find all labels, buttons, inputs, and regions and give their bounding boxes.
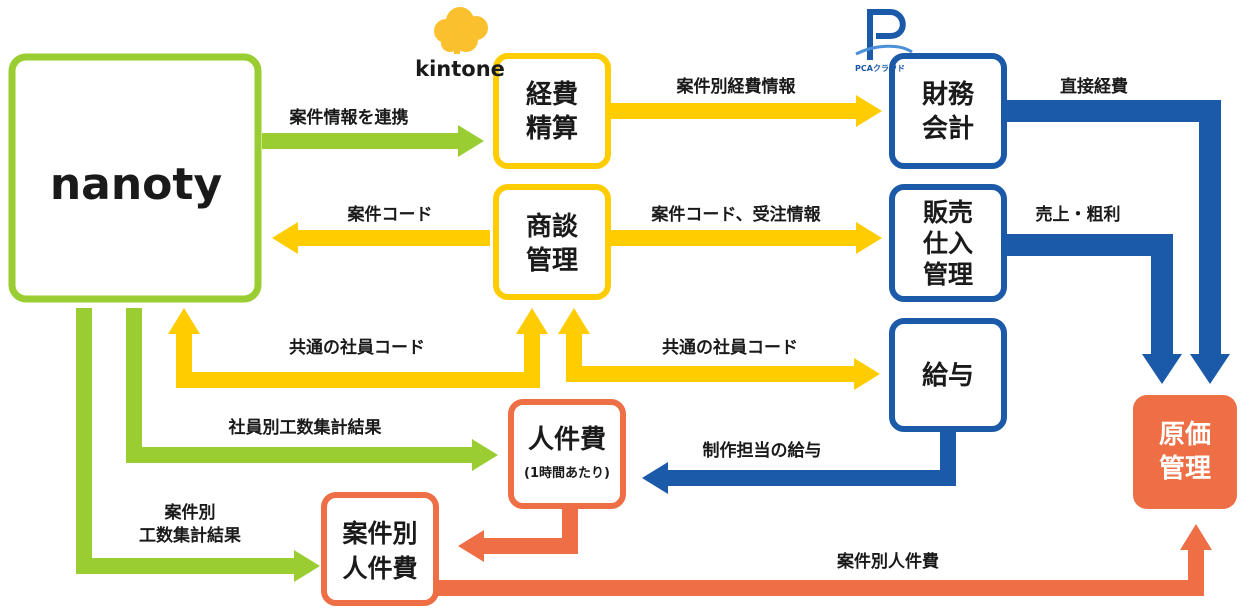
keihi-line-2: 精算 [526,113,578,144]
zaimu-line-2: 会計 [922,113,974,144]
nanoty-box: nanoty [8,53,262,303]
label-kyotsu-shain-left: 共通の社員コード [289,337,425,358]
jinkenhi-label: 人件費 [528,425,606,455]
label-kyotsu-shain-right: 共通の社員コード [662,337,798,358]
zaimu-line-1: 財務 [922,80,975,110]
label-anken-juchu: 案件コード、受注情報 [650,204,821,225]
nanoty-logo: nanoty [50,159,222,210]
genka-kanri-box: 原価 管理 [1133,395,1237,509]
arrow-anken-to-genka [436,524,1212,596]
arrow-keihi-to-zaimu [610,95,882,127]
label-anken-kosu-line-1: 案件別 [164,502,216,523]
genka-line-1: 原価 [1159,420,1211,450]
keihi-line-1: 経費 [526,79,578,110]
pca-wordmark: PCAクラウド [855,63,905,73]
anken-jinkenhi-line-1: 案件別 [341,519,417,548]
anken-jinkenhi-line-2: 人件費 [342,554,417,583]
kyuyo-label: 給与 [922,360,974,391]
arrow-nanoty-to-jinkenhi [126,308,498,471]
label-anken-renkei: 案件情報を連携 [289,107,409,128]
arrow-kyuyo-to-jinkenhi [642,432,956,494]
arrow-jinkenhi-to-anken [458,508,578,562]
kintone-cloud-icon [434,7,488,54]
hanbai-line-3: 管理 [923,260,973,289]
kintone-wordmark: kintone [415,57,505,81]
arrow-kyotsu-shain-right [558,308,880,390]
shodan-line-2: 管理 [526,246,578,276]
label-chokusetsu-keihi: 直接経費 [1060,76,1128,97]
hanbai-shiire-box: 販売 仕入 管理 [889,184,1007,302]
kyuyo-box: 給与 [889,318,1007,432]
arrow-nanoty-to-keihi [262,125,484,157]
genka-line-2: 管理 [1159,454,1211,484]
arrow-nanoty-to-anken-jinkenhi [76,308,320,582]
label-anken-keihi: 案件別経費情報 [676,76,797,97]
label-shain-kosu: 社員別工数集計結果 [228,417,382,438]
label-anken-code: 案件コード [347,204,433,225]
label-anken-jinkenhi-flow: 案件別人件費 [836,551,939,572]
label-uriage-arari: 売上・粗利 [1036,204,1121,225]
anken-jinkenhi-box: 案件別 人件費 [321,492,439,606]
label-anken-kosu-line-2: 工数集計結果 [139,525,241,546]
arrow-shodan-to-hanbai [610,222,882,254]
keihi-seisan-box: 経費 精算 [493,53,611,169]
pca-p-icon [867,9,906,60]
arrow-shodan-to-nanoty [272,222,490,254]
arrow-hanbai-to-genka [1006,234,1182,384]
zaimu-kaikei-box: 財務 会計 [889,53,1007,169]
pca-logo: PCAクラウド [855,9,913,73]
jinkenhi-sub: (1時間あたり) [524,465,610,481]
shodan-line-1: 商談 [526,211,579,242]
arrow-kyotsu-shain-left [168,308,548,388]
arrow-zaimu-to-genka [1006,100,1230,384]
hanbai-line-2: 仕入 [922,229,973,258]
hanbai-line-1: 販売 [923,198,973,227]
shodan-kanri-box: 商談 管理 [493,184,611,300]
kintone-logo: kintone [415,7,505,81]
label-seisaku-kyuyo: 制作担当の給与 [703,440,822,461]
jinkenhi-box: 人件費 (1時間あたり) [508,399,626,509]
